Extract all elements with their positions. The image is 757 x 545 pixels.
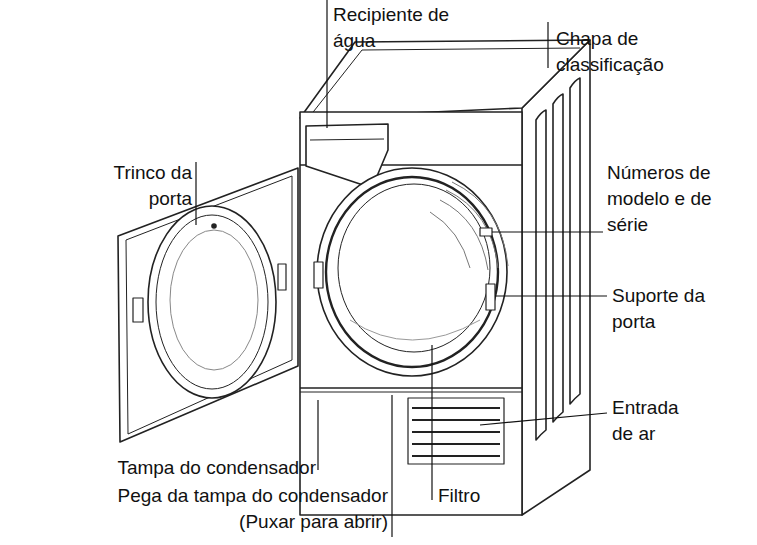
air-inlet-slat (412, 431, 500, 433)
condenser-cover-edge (300, 392, 522, 393)
top-panel (300, 40, 590, 118)
part-label: Suporte da porta (612, 283, 712, 335)
door-porthole (148, 206, 276, 398)
leader-line (326, 0, 327, 128)
leader-line (391, 395, 392, 537)
air-inlet-slat (412, 443, 500, 445)
part-label: Trinco da porta (97, 160, 192, 212)
door-opening-ring (326, 177, 498, 367)
open-door-rim (126, 176, 292, 434)
air-inlet-slat (412, 419, 500, 421)
leader-line (480, 413, 607, 425)
door-opening (317, 168, 507, 376)
open-door (118, 168, 298, 442)
door-screw (212, 224, 216, 228)
leader-line (495, 295, 607, 296)
part-label: Filtro (438, 483, 558, 509)
drum-vent (452, 182, 508, 266)
door-catch (278, 264, 286, 290)
door-support (486, 284, 495, 310)
model-plate (480, 228, 492, 236)
drum (338, 184, 490, 352)
water-container-line (310, 139, 384, 140)
air-inlet-slat (412, 455, 500, 457)
leader-line (317, 400, 318, 470)
part-label: Números de modelo e de série (607, 160, 717, 238)
side-rib (536, 110, 546, 440)
door-porthole-inner (156, 215, 268, 389)
part-label: Recipiente de água (333, 2, 468, 54)
top-edge (310, 48, 580, 116)
side-rib (570, 78, 580, 404)
door-latch (133, 298, 143, 322)
air-inlet-frame (408, 398, 504, 464)
filter-edge (350, 320, 480, 340)
side-rib (553, 94, 563, 422)
leader-line (547, 22, 548, 68)
side-panel (522, 40, 590, 515)
leader-line (431, 345, 432, 500)
front-panel (300, 112, 522, 515)
drum-vent (446, 190, 498, 268)
part-label: Chapa de classificação (556, 26, 681, 78)
part-label: Tampa do condensador (76, 455, 316, 481)
leader-line (492, 231, 603, 232)
air-inlet-slat (412, 407, 500, 409)
drum-vent (430, 212, 470, 268)
condenser-cover-edge (300, 387, 522, 389)
door-support (314, 262, 323, 288)
door-porthole-glass (170, 230, 258, 370)
leader-line (195, 162, 196, 225)
part-label: Pega da tampa do condensador (Puxar para… (98, 483, 388, 535)
part-label: Entrada de ar (612, 395, 692, 447)
